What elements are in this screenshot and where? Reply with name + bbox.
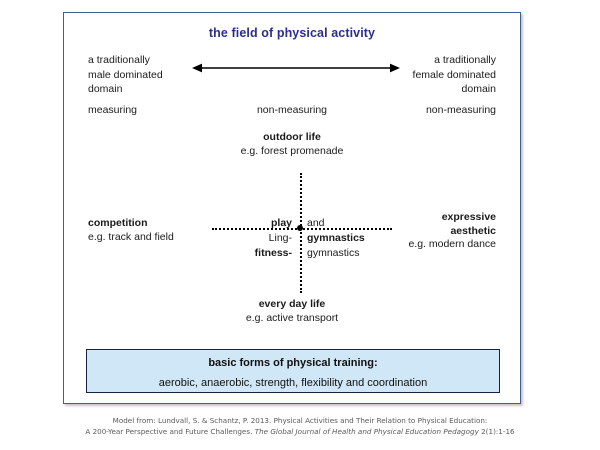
pole-expressive-head1: expressive	[441, 211, 496, 223]
center-labels: play Ling- fitness- and gymnastics gymna…	[64, 216, 520, 276]
basic-forms-title: basic forms of physical training:	[208, 357, 378, 369]
left-domain-line1: a traditionally	[88, 54, 150, 66]
page-title: the field of physical activity	[208, 26, 376, 40]
pole-competition: competition e.g. track and field	[88, 217, 238, 244]
center-right-and: and	[307, 217, 325, 229]
citation-line2: A 200-Year Perspective and Future Challe…	[0, 427, 600, 438]
citation-journal: The Global Journal of Health and Physica…	[254, 426, 479, 436]
citation-line2-a: A 200-Year Perspective and Future Challe…	[85, 426, 255, 436]
vertical-dotted-axis	[300, 173, 302, 293]
pole-every-day-life: every day life e.g. active transport	[64, 298, 520, 325]
right-domain-label: a traditionally female dominated domain	[366, 53, 496, 97]
measuring-right: non-measuring	[425, 104, 496, 116]
right-domain-line3: domain	[461, 83, 496, 95]
left-domain-label: a traditionally male dominated domain	[88, 53, 218, 97]
pole-outdoor-life-head: outdoor life	[263, 131, 321, 143]
double-headed-arrow-icon	[192, 63, 400, 73]
measuring-row: measuring non-measuring non-measuring	[64, 104, 520, 118]
citation-line2-b: 2(1):1-16	[478, 426, 515, 436]
axis-center-dot	[297, 225, 303, 231]
center-left-play: play	[270, 217, 292, 229]
pole-outdoor-life-example: e.g. forest promenade	[240, 144, 344, 157]
pole-competition-example: e.g. track and field	[88, 230, 174, 243]
measuring-left: measuring	[88, 104, 138, 116]
citation-line1: Model from: Lundvall, S. & Schantz, P. 2…	[112, 416, 488, 425]
pole-expressive-head2: aesthetic	[450, 224, 496, 237]
pole-expressive-aesthetic: expressive aesthetic e.g. modern dance	[356, 211, 496, 252]
diagram-frame: the field of physical activity a traditi…	[63, 12, 521, 404]
center-right-gymnastics: gymnastics	[307, 247, 360, 259]
right-domain-line2: female dominated	[412, 68, 496, 81]
pole-every-day-life-example: e.g. active transport	[245, 311, 339, 324]
center-left-fitness: fitness-	[254, 247, 292, 259]
center-left-ling: Ling-	[268, 232, 292, 244]
citation: Model from: Lundvall, S. & Schantz, P. 2…	[0, 416, 600, 437]
measuring-center: non-measuring	[256, 104, 328, 116]
left-domain-line2: male dominated	[88, 68, 163, 81]
center-right-gymnastics-bold: gymnastics	[307, 232, 365, 244]
basic-forms-body: aerobic, anaerobic, strength, flexibilit…	[158, 377, 428, 389]
pole-competition-head: competition	[88, 217, 148, 229]
pole-every-day-life-head: every day life	[258, 298, 326, 310]
right-domain-line1: a traditionally	[434, 54, 496, 66]
basic-forms-box: basic forms of physical training: aerobi…	[86, 349, 500, 393]
pole-expressive-example: e.g. modern dance	[408, 238, 496, 250]
pole-outdoor-life: outdoor life e.g. forest promenade	[64, 131, 520, 158]
left-domain-line3: domain	[88, 83, 123, 95]
